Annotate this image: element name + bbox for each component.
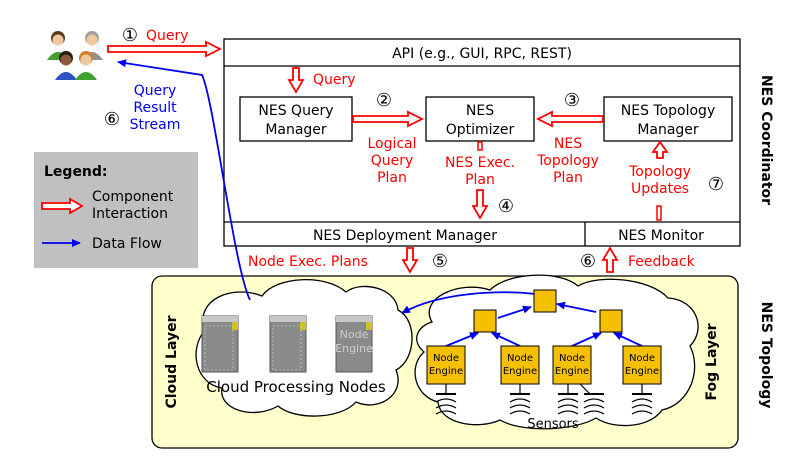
- query-manager-line1: NES Query: [258, 103, 333, 119]
- legend-interaction-line1: Component: [92, 189, 174, 205]
- faded-engine-label: Engine: [335, 342, 373, 355]
- result-stream-line1: Query: [134, 83, 177, 99]
- exec-plan-line2: Plan: [465, 172, 495, 188]
- users-icon: [47, 31, 103, 80]
- optimizer-line2: Optimizer: [446, 122, 515, 138]
- svg-text:Engine: Engine: [503, 366, 537, 377]
- topology-plan-line3: Plan: [553, 170, 583, 186]
- cloud-server-3: Node Engine: [335, 315, 373, 373]
- query-arrow-user-to-api: [107, 40, 223, 58]
- sensors-group: [435, 383, 653, 415]
- feedback-label: Feedback: [628, 254, 696, 270]
- result-stream-line2: Result: [133, 100, 177, 116]
- svg-text:Node: Node: [559, 353, 585, 364]
- exec-plan-arrow: [471, 189, 489, 220]
- feedback-arrow: [601, 246, 619, 273]
- step-4: ④: [498, 196, 514, 217]
- svg-text:Node: Node: [629, 353, 655, 364]
- fog-node-engine-3: Node Engine: [552, 345, 592, 385]
- updates-line1: Topology: [628, 164, 691, 180]
- node-exec-plans-label: Node Exec. Plans: [248, 254, 368, 270]
- topology-label: NES Topology: [758, 302, 774, 409]
- optimizer-line1: NES: [466, 103, 494, 119]
- logical-plan-line1: Logical: [367, 136, 416, 152]
- legend-interaction-line2: Interaction: [92, 206, 168, 222]
- step-6-feedback: ⑥: [580, 251, 596, 272]
- topology-updates-arrow: [651, 140, 669, 159]
- cloud-server-2: [269, 315, 307, 373]
- topology-manager-line1: NES Topology: [621, 103, 715, 119]
- cloud-nodes-label: Cloud Processing Nodes: [206, 378, 386, 396]
- optimizer-box: [425, 96, 535, 142]
- fog-node-engine-1: Node Engine: [426, 345, 466, 385]
- result-stream-line3: Stream: [130, 117, 181, 133]
- query-label-top: Query: [146, 28, 189, 44]
- svg-text:Node: Node: [507, 353, 533, 364]
- cloud-layer-label: Cloud Layer: [164, 315, 180, 408]
- query-arrow-api-to-manager: [287, 67, 305, 94]
- logical-plan-line2: Query: [371, 153, 414, 169]
- node-exec-plans-arrow: [401, 247, 419, 274]
- cloud-server-1: [201, 315, 239, 373]
- step-6-result: ⑥: [104, 109, 120, 130]
- query-manager-line2: Manager: [265, 122, 327, 138]
- fog-layer-label: Fog Layer: [704, 323, 720, 400]
- fog-node-mid-right: [599, 309, 623, 333]
- api-label: API (e.g., GUI, RPC, REST): [392, 46, 572, 62]
- fog-node-engine-4: Node Engine: [622, 345, 662, 385]
- svg-text:Engine: Engine: [429, 366, 463, 377]
- topology-manager-line2: Manager: [637, 122, 699, 138]
- step-5: ⑤: [432, 251, 448, 272]
- sensors-label: Sensors: [527, 417, 579, 432]
- fog-node-mid-left: [473, 309, 497, 333]
- legend-interaction-arrow: [41, 197, 84, 215]
- query-manager-box: [239, 96, 353, 142]
- svg-text:Engine: Engine: [625, 366, 659, 377]
- coordinator-label: NES Coordinator: [758, 75, 774, 205]
- monitor-label: NES Monitor: [618, 228, 704, 244]
- logical-plan-arrow: [352, 110, 425, 128]
- logical-plan-line3: Plan: [377, 170, 407, 186]
- step-2: ②: [376, 90, 392, 111]
- topology-plan-line2: Topology: [536, 153, 599, 169]
- updates-line2: Updates: [631, 181, 689, 197]
- faded-node-label: Node: [340, 328, 369, 341]
- svg-text:Engine: Engine: [555, 366, 589, 377]
- deployment-manager-label: NES Deployment Manager: [313, 228, 497, 244]
- fog-node-engine-2: Node Engine: [500, 345, 540, 385]
- fog-node-top: [533, 289, 557, 313]
- svg-text:Node: Node: [433, 353, 459, 364]
- topology-manager-box: [603, 96, 733, 142]
- legend-box: [34, 152, 198, 268]
- step-7: ⑦: [708, 174, 724, 195]
- exec-plan-line1: NES Exec.: [445, 155, 515, 171]
- legend-title: Legend:: [44, 164, 108, 180]
- topology-plan-line1: NES: [554, 136, 582, 152]
- query-label-inner: Query: [313, 72, 356, 88]
- step-3: ③: [564, 90, 580, 111]
- result-stream-path: [117, 59, 251, 301]
- legend-dataflow-label: Data Flow: [92, 236, 162, 252]
- step-1: ①: [122, 25, 138, 46]
- topology-plan-arrow: [535, 110, 604, 128]
